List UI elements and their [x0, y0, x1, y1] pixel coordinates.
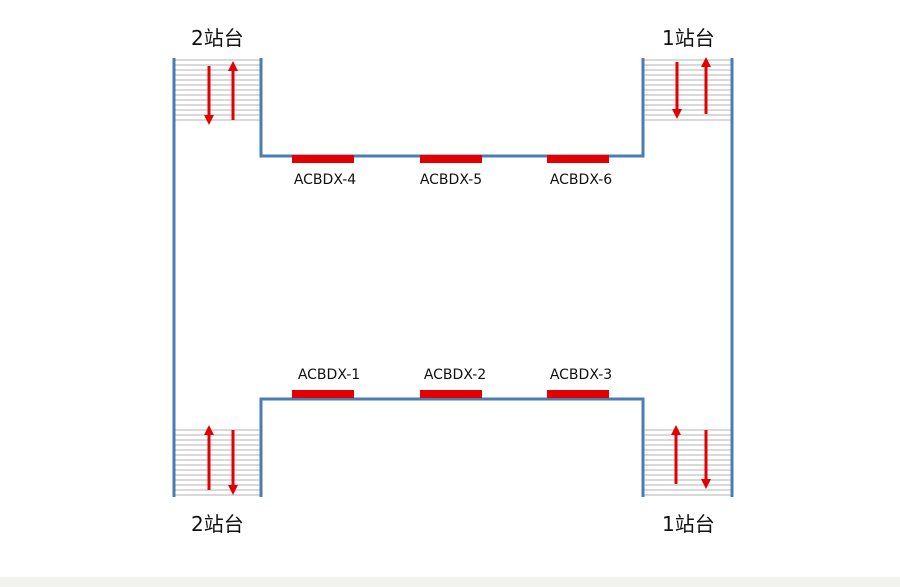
- device-marker-acbdx-6: [547, 155, 609, 163]
- device-label-acbdx-4: ACBDX-4: [293, 172, 357, 188]
- platform-label-top-right: 1站台: [662, 26, 715, 50]
- bottom-strip: [0, 577, 900, 587]
- device-label-acbdx-5: ACBDX-5: [419, 172, 483, 188]
- stairs-icon: [175, 59, 260, 121]
- device-label-acbdx-6: ACBDX-6: [549, 172, 613, 188]
- device-label-acbdx-3: ACBDX-3: [549, 367, 613, 383]
- platform-label-top-left: 2站台: [191, 26, 244, 50]
- stairs-icon: [644, 429, 731, 496]
- device-marker-acbdx-3: [547, 390, 609, 398]
- stairs-icon: [644, 59, 731, 121]
- device-marker-acbdx-5: [420, 155, 482, 163]
- device-label-acbdx-2: ACBDX-2: [423, 367, 487, 383]
- stairs-icon: [175, 429, 260, 496]
- platform-label-bottom-left: 2站台: [191, 512, 244, 536]
- platform-label-bottom-right: 1站台: [662, 512, 715, 536]
- device-marker-acbdx-4: [292, 155, 354, 163]
- device-label-acbdx-1: ACBDX-1: [297, 367, 361, 383]
- device-marker-acbdx-1: [292, 390, 354, 398]
- corridor-outline: [172, 58, 734, 497]
- device-marker-acbdx-2: [420, 390, 482, 398]
